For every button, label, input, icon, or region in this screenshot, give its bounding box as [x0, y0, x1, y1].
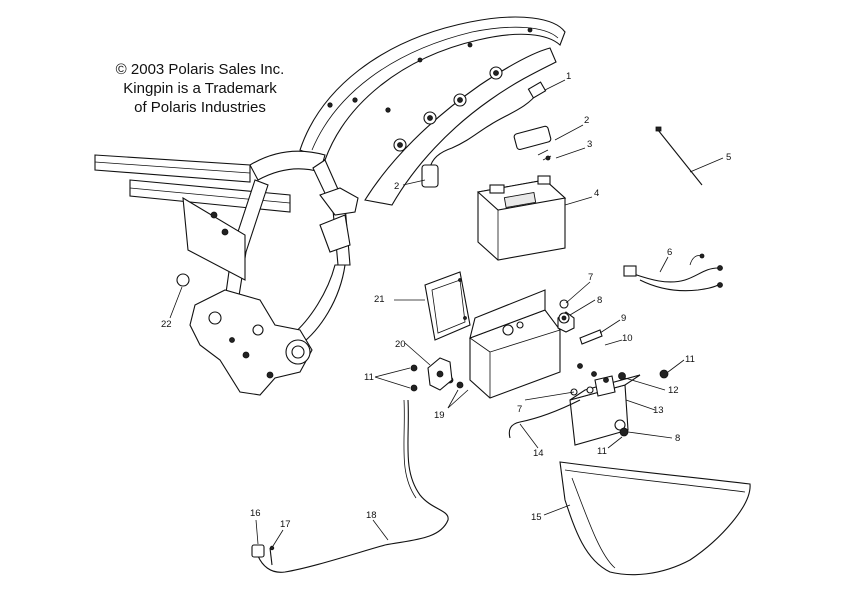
callout-1: 1 [566, 71, 571, 82]
callout-20: 20 [395, 339, 406, 350]
callout-12: 12 [668, 385, 679, 396]
callout-17: 17 [280, 519, 291, 530]
cable-tie [655, 126, 703, 186]
callout-9: 9 [621, 313, 626, 324]
callout-5: 5 [726, 152, 731, 163]
callout-10: 10 [622, 333, 633, 344]
callout-3: 3 [587, 139, 592, 150]
callout-11-bottom: 11 [597, 446, 607, 457]
ignition-coil-parts [421, 81, 552, 188]
side-cover [559, 461, 751, 576]
callout-21: 21 [374, 294, 385, 305]
vent-tube [251, 399, 449, 573]
wire-harness [623, 253, 723, 292]
battery-tray [469, 289, 575, 399]
copyright-line-2: Kingpin is a Trademark [123, 80, 277, 97]
callout-8-lower: 8 [675, 433, 680, 444]
callout-19: 19 [434, 410, 445, 421]
callout-18: 18 [366, 510, 377, 521]
mounting-rod [508, 399, 581, 439]
battery-plate [424, 271, 471, 341]
callout-22: 22 [161, 319, 172, 330]
callout-4: 4 [594, 188, 599, 199]
callout-labels: 1 2 2 3 4 5 6 7 7 8 8 9 10 11 11 11 12 1… [161, 71, 731, 530]
callout-11-left: 11 [364, 372, 374, 383]
callout-8-upper: 8 [597, 295, 602, 306]
callout-6: 6 [667, 247, 672, 258]
callout-16: 16 [250, 508, 261, 519]
callout-7-lower: 7 [517, 404, 522, 415]
callout-13: 13 [653, 405, 664, 416]
frame-assembly [94, 16, 566, 396]
side-bracket [569, 374, 641, 446]
copyright-line-3: of Polaris Industries [134, 99, 266, 116]
hose-clip [427, 357, 453, 391]
copyright-line-1: © 2003 Polaris Sales Inc. [115, 61, 285, 78]
copyright-notice: © 2003 Polaris Sales Inc. Kingpin is a T… [100, 60, 300, 117]
callout-15: 15 [531, 512, 542, 523]
callout-2: 2 [584, 115, 589, 126]
callout-2-lower: 2 [394, 181, 399, 192]
callout-7-upper: 7 [588, 272, 593, 283]
callout-14: 14 [533, 448, 544, 459]
leader-lines [169, 79, 724, 547]
battery [476, 175, 567, 261]
callout-11-right: 11 [685, 354, 695, 365]
